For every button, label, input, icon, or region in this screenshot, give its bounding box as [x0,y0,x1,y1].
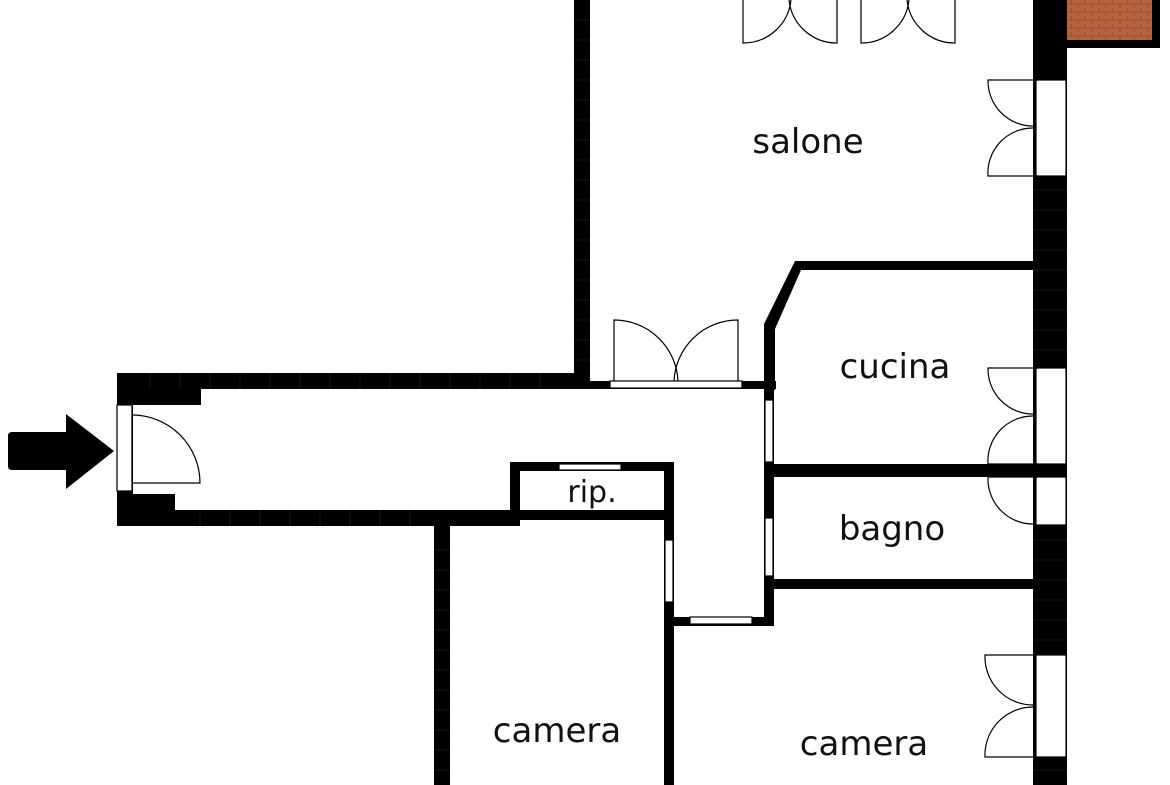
door-swing-salone-top-2 [788,0,838,44]
window-cucina-right [1035,367,1067,465]
door-swing-camera-right-1 [984,654,1034,706]
window-camera-right [1035,654,1067,758]
window-bagno-right [1035,476,1067,526]
door-swing-salone-top-1 [742,0,792,44]
wall-camera-left-left [434,510,450,785]
room-label-bagno: bagno [839,509,945,549]
wall-corridor-bottom [117,510,513,526]
door-frame-rip [558,463,622,471]
wall-corridor-top [117,373,590,389]
room-label-rip: rip. [567,475,616,510]
door-swing-salone-top-4 [906,0,956,44]
room-label-salone: salone [752,122,863,162]
wall-terrace-bottom [1060,40,1160,48]
room-labels: salone cucina rip. bagno camera camera [493,122,951,764]
window-salone-right [1035,79,1067,177]
entrance-arrow-icon [8,414,114,489]
door-frame-camera-left [664,539,674,603]
door-frame-camera-right [689,616,753,625]
wall-cucina-bagno [764,464,1064,477]
door-frame-salone [609,380,743,389]
wall-rip-left [510,462,520,526]
wall-corridor-right [764,381,774,626]
door-swing-camera-right-2 [984,706,1034,758]
door-swing-bagno-right [987,476,1034,525]
walls [117,0,1160,785]
door-frame-bagno [764,517,774,577]
wall-salone-left [574,0,590,380]
door-frame-cucina [764,399,774,463]
door-swing-salone-entry-2 [673,319,739,382]
door-swing-cucina-right-1 [987,367,1034,415]
door-swing-salone-entry-1 [613,319,679,382]
door-swing-cucina-right-2 [987,415,1034,465]
brick-terrace-icon [1067,0,1152,40]
room-label-camera-right: camera [800,724,928,764]
door-swing-salone-top-3 [860,0,910,44]
wall-terrace-right [1152,0,1160,48]
door-swing-entrance [131,414,201,484]
wall-bagno-camera [764,579,1040,589]
door-swings [131,0,1034,758]
room-label-cucina: cucina [840,347,951,387]
door-swing-salone-right-1 [987,79,1034,127]
wall-cucina-top [764,261,1040,390]
windows [116,79,1067,758]
door-swing-salone-right-2 [987,127,1034,177]
room-label-camera-left: camera [493,711,621,751]
door-frame-entrance [116,404,133,492]
wall-hatching [149,19,1067,771]
wall-rip-bottom [510,510,674,520]
